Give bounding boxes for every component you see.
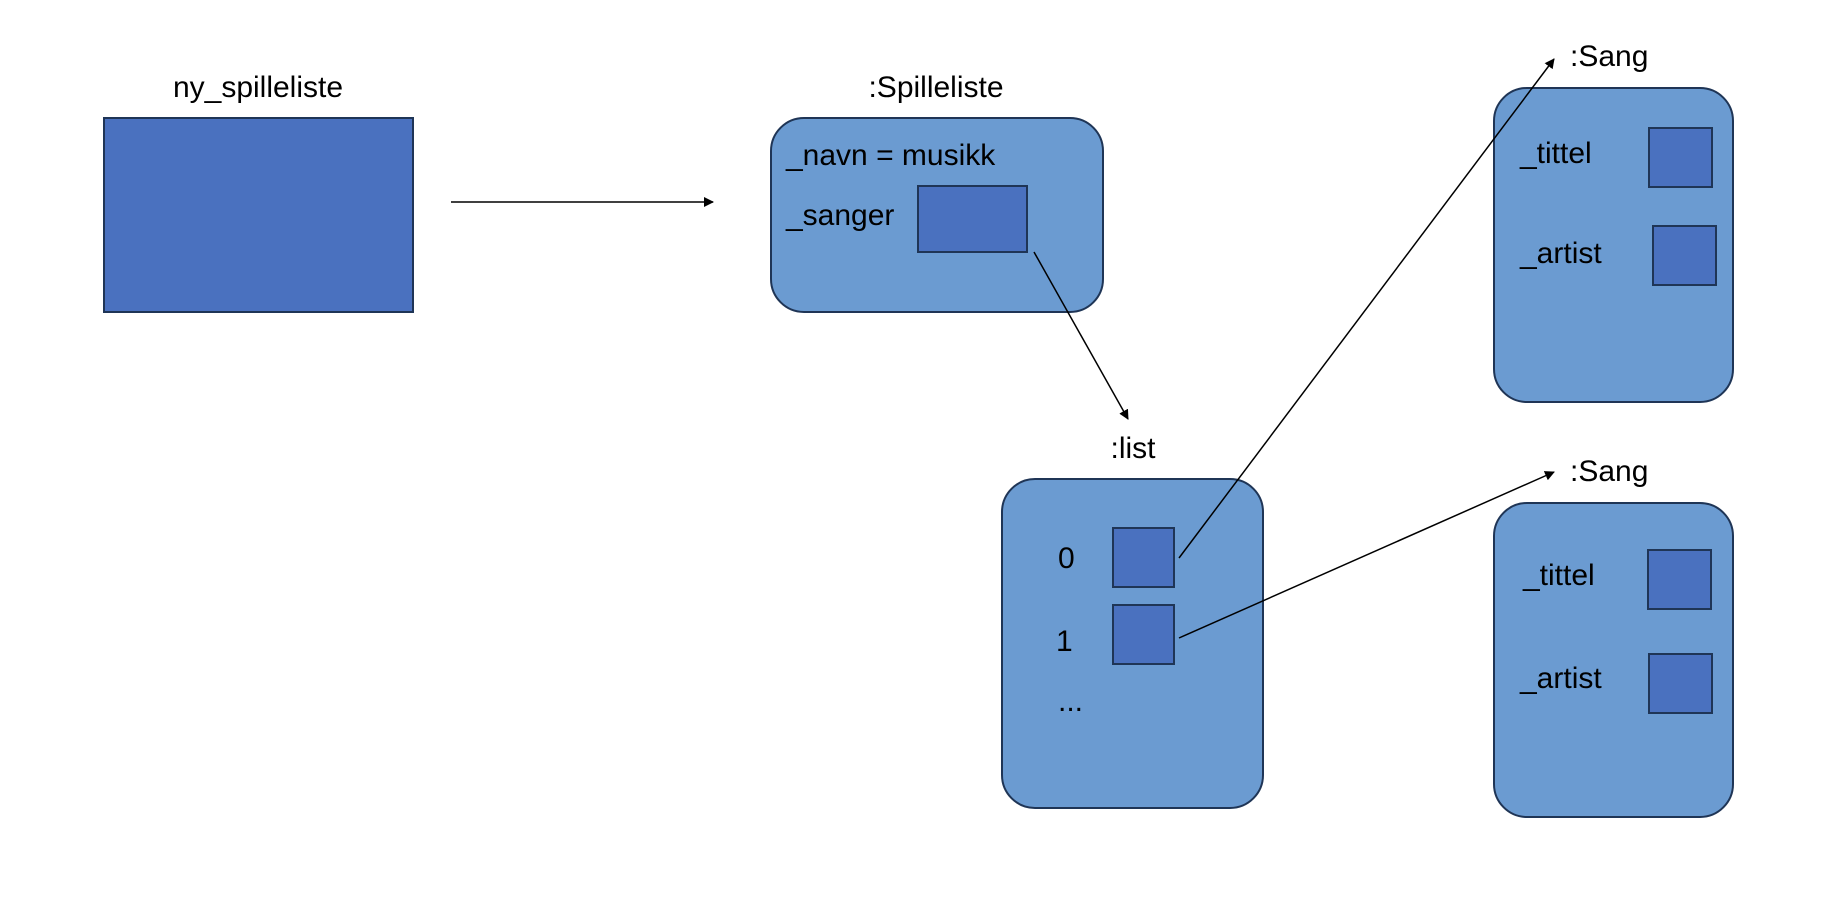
sang-2-tittel-reference [1647, 549, 1712, 610]
list-element-1-to-sang-2-arrow [1178, 471, 1555, 639]
sang-1-artist-reference [1652, 225, 1717, 286]
list-title: :list [1110, 432, 1156, 465]
list-element-0-to-sang-1-arrow [1178, 58, 1555, 559]
list-index-0: 0 [1058, 542, 1075, 575]
list-object: 0 1 ... [1001, 478, 1264, 809]
sang-2-object: _tittel _artist [1493, 502, 1734, 818]
list-index-1: 1 [1056, 625, 1073, 658]
sang-2-artist-attribute: _artist [1520, 662, 1602, 695]
variable-reference-box [103, 117, 414, 313]
sang-2-artist-reference [1648, 653, 1713, 714]
sang-1-tittel-reference [1648, 127, 1713, 188]
list-element-1-reference [1112, 604, 1175, 665]
sang-1-tittel-attribute: _tittel [1520, 137, 1592, 170]
list-more-elements: ... [1058, 685, 1084, 718]
spilleliste-title: :Spilleliste [868, 71, 1004, 104]
variable-name-label: ny_spilleliste [172, 71, 344, 104]
sang-1-object: _tittel _artist [1493, 87, 1734, 403]
sang-2-title: :Sang [1570, 455, 1649, 488]
sang-2-tittel-attribute: _tittel [1523, 559, 1595, 592]
spilleliste-navn-attribute: _navn = musikk [786, 139, 996, 172]
sanger-to-list-arrow [1033, 251, 1129, 420]
spilleliste-sanger-attribute: _sanger [786, 199, 895, 232]
sang-1-title: :Sang [1570, 40, 1649, 73]
sanger-reference-square [917, 185, 1028, 253]
list-element-0-reference [1112, 527, 1175, 588]
spilleliste-object: _navn = musikk _sanger [770, 117, 1104, 313]
sang-1-artist-attribute: _artist [1520, 237, 1602, 270]
